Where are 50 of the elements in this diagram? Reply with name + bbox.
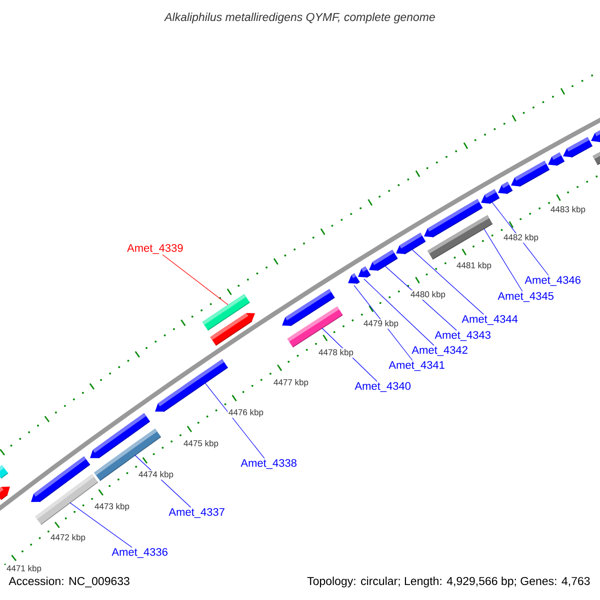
info-text: Accession: NC_009633 — [8, 576, 130, 588]
gene-block — [563, 137, 593, 158]
leader-line — [412, 249, 484, 315]
scale-label: 4476 kbp — [228, 408, 264, 418]
gene-block — [591, 130, 600, 142]
gene-block — [481, 189, 500, 204]
gene-block — [358, 266, 372, 278]
gene-block — [511, 160, 550, 187]
scale-label: 4483 kbp — [550, 205, 586, 215]
scale-label: 4482 kbp — [502, 233, 540, 243]
gene-block — [287, 306, 344, 348]
scale-label: 4480 kbp — [410, 290, 446, 300]
gene-block — [592, 152, 600, 166]
gene-block — [210, 312, 255, 346]
scale-label: 4475 kbp — [182, 439, 220, 449]
gene-block — [427, 215, 493, 260]
gene-label: Amet_4345 — [498, 292, 554, 302]
leader-line — [204, 382, 265, 459]
gene-label: Amet_4336 — [112, 548, 168, 558]
gene-block — [548, 152, 565, 166]
gene-label: Amet_4344 — [462, 315, 518, 325]
gene-label: Amet_4339 — [127, 244, 183, 254]
scale-label: 4479 kbp — [362, 319, 400, 329]
gene-label: Amet_4341 — [388, 361, 444, 371]
title: Alkaliphilus metalliredigens QYMF, complete genome — [164, 12, 435, 24]
leader-line — [364, 278, 434, 346]
scale-label: 4471 kbp — [6, 564, 42, 574]
leader-line — [70, 502, 132, 548]
gene-label: Amet_4337 — [168, 508, 224, 518]
gene-label: Amet_4343 — [434, 331, 490, 341]
scale-label: 4472 kbp — [50, 533, 86, 543]
scale-label: 4478 kbp — [318, 348, 354, 358]
gene-block — [396, 232, 426, 254]
leader-line — [484, 228, 523, 292]
gene-label: Amet_4346 — [524, 276, 580, 286]
scale-label: 4481 kbp — [456, 261, 492, 271]
gene-block — [498, 182, 513, 194]
gene-label: Amet_4338 — [240, 459, 296, 469]
leader-line — [162, 254, 228, 306]
gene-block — [348, 273, 360, 284]
gene-block — [0, 486, 10, 500]
gene-block — [0, 465, 8, 479]
gene-label: Amet_4342 — [412, 346, 468, 356]
scale-label: 4477 kbp — [272, 378, 310, 388]
scale-label: 4473 kbp — [94, 502, 130, 512]
info-text: Topology: circular; Length: 4,929,566 bp; Genes: 4,763 — [307, 576, 590, 588]
gene-label: Amet_4340 — [354, 382, 411, 392]
scale-label: 4474 kbp — [138, 470, 174, 480]
gene-block — [369, 250, 398, 271]
gene-block — [155, 359, 228, 412]
